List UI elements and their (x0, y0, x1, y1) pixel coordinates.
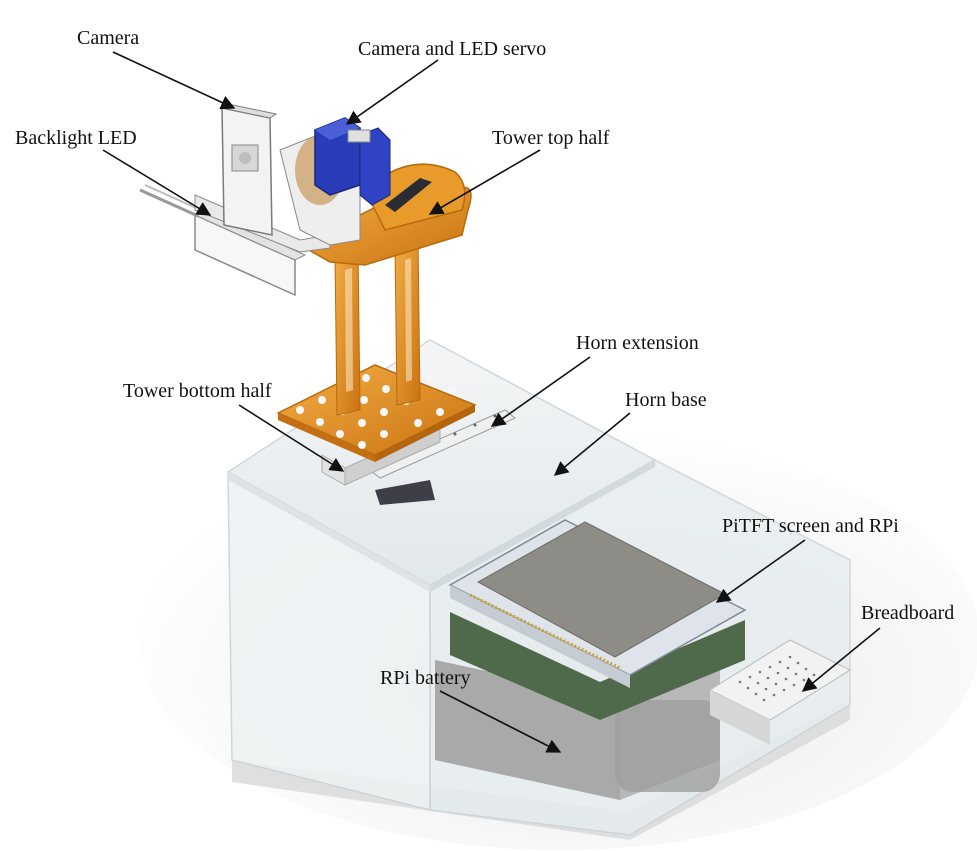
servo-tab (347, 129, 371, 143)
pitft-pcb-edge (450, 585, 630, 688)
label-breadboard: Breadboard (861, 602, 955, 624)
backlight-led-part (139, 184, 307, 297)
tower-leg-right-slot (405, 258, 412, 382)
label-camera-led-servo: Camera and LED servo (358, 38, 547, 60)
tower-bottom-plate-edge-right (375, 405, 475, 462)
arrow-horn-base (553, 412, 631, 476)
arrow-camera (112, 51, 236, 110)
horn-base-edge-right (430, 460, 655, 592)
label-tower-bottom-half: Tower bottom half (123, 380, 272, 402)
arrow-backlight-led (102, 149, 212, 216)
breadboard-part (708, 639, 852, 745)
arrow-tower-bottom-half (238, 404, 345, 472)
servo-horn-arm (375, 480, 435, 505)
horn-extension-part (369, 409, 516, 479)
camera-part (220, 103, 278, 236)
led-lead (139, 188, 199, 218)
arrow-camera-led-servo (345, 59, 439, 125)
servo-side (359, 127, 391, 206)
tower-bottom-plate-edge (278, 413, 375, 462)
label-camera: Camera (77, 27, 140, 49)
callout-arrows (102, 51, 881, 753)
label-tower-top-half: Tower top half (492, 127, 610, 149)
label-rpi-battery: RPi battery (380, 667, 471, 689)
horn-assembly (369, 409, 516, 505)
camera-lens-center (239, 152, 251, 164)
horn-base-edge (228, 472, 430, 592)
label-backlight-led: Backlight LED (15, 127, 137, 149)
arrow-breadboard (801, 627, 881, 692)
label-horn-extension: Horn extension (576, 332, 699, 354)
tower-leg-left-slot (345, 268, 353, 392)
battery-end (615, 700, 720, 792)
pitft-and-rpi (448, 519, 747, 720)
arrow-rpi-battery (439, 690, 562, 753)
rpi-board (450, 612, 745, 720)
label-horn-base: Horn base (625, 389, 707, 411)
arrow-pitft-screen-rpi (715, 539, 806, 603)
arrow-tower-top-half (428, 149, 541, 215)
led-lead-2 (144, 184, 204, 212)
arrow-horn-extension (490, 356, 591, 427)
camera-lens (231, 144, 259, 172)
label-pitft-screen-rpi: PiTFT screen and RPi (722, 515, 899, 537)
camera-led-servo-part (314, 117, 391, 206)
breadboard-front (710, 690, 770, 745)
servo-horn-top (385, 178, 432, 212)
camera-mount-base (194, 194, 331, 253)
breadboard-holes (738, 655, 816, 702)
tower-legs (334, 237, 421, 416)
